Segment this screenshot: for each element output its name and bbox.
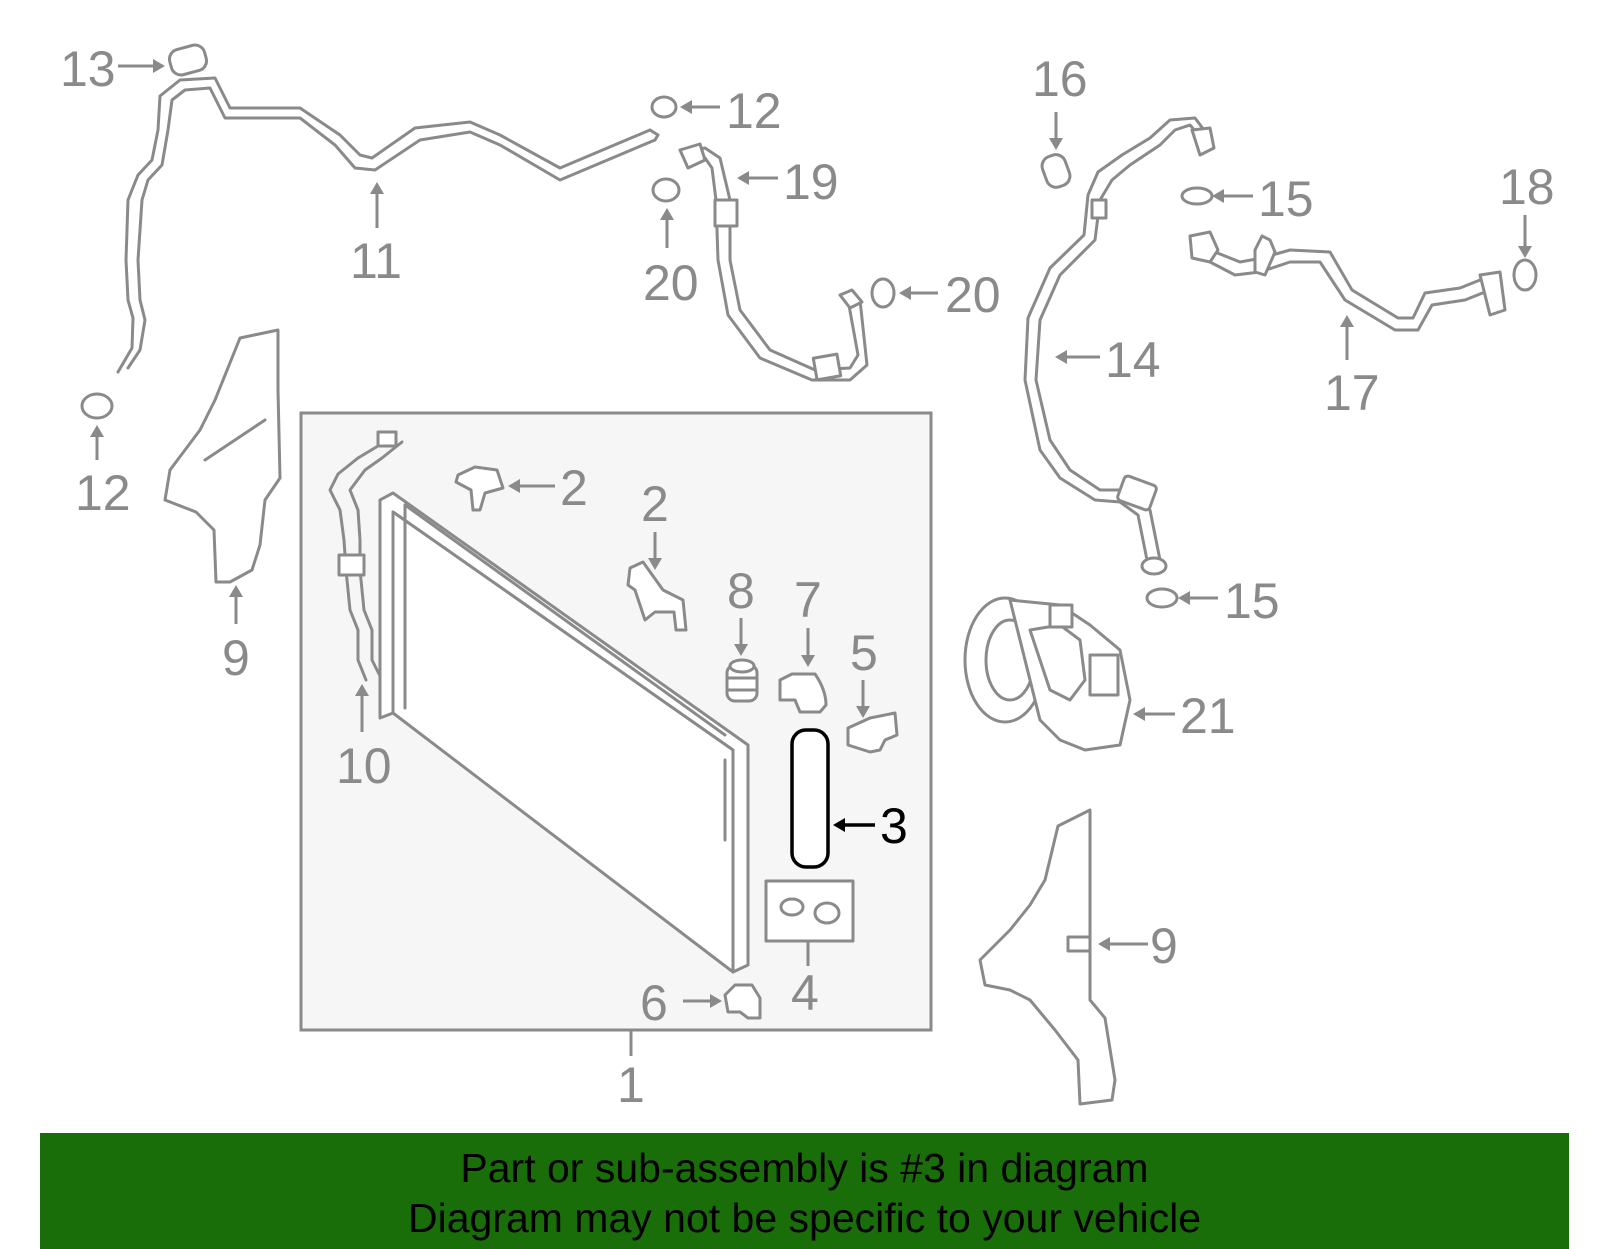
- part-12-o-ring-upper: [650, 95, 678, 119]
- callout-12b: 12: [75, 465, 131, 521]
- part-15-o-ring-upper: [1180, 186, 1214, 206]
- callout-11: 11: [350, 233, 402, 289]
- callout-8: 8: [727, 563, 755, 619]
- part-20-o-ring-upper: [651, 177, 681, 203]
- callout-4: 4: [791, 965, 819, 1021]
- part-10-pipe: [328, 430, 404, 682]
- part-4-seal-kit: [764, 879, 855, 943]
- part-8-grommet: [725, 658, 759, 703]
- callout-15a: 15: [1258, 171, 1314, 227]
- callout-1: 1: [617, 1057, 645, 1113]
- part-16-cap: [1040, 153, 1072, 189]
- part-2-bracket-upper: [454, 465, 505, 512]
- callout-9b: 9: [1150, 918, 1178, 974]
- part-9-air-guide-left: [163, 328, 282, 584]
- callout-9a: 9: [222, 630, 250, 686]
- callout-14: 14: [1105, 332, 1161, 388]
- info-banner: Part or sub-assembly is #3 in diagram Di…: [40, 1133, 1569, 1249]
- part-5-bracket: [846, 711, 899, 754]
- part-6-clip: [723, 983, 762, 1020]
- callout-15b: 15: [1224, 573, 1280, 629]
- callout-7: 7: [794, 572, 822, 628]
- part-11-discharge-pipe: [116, 76, 660, 374]
- part-9-air-guide-right: [978, 808, 1117, 1106]
- part-14-suction-hose: [1023, 116, 1216, 576]
- banner-line-2: Diagram may not be specific to your vehi…: [407, 1195, 1201, 1241]
- part-12-o-ring-lower: [80, 392, 114, 420]
- callout-3[interactable]: 3: [880, 798, 908, 854]
- part-20-o-ring-lower: [870, 277, 896, 309]
- banner-line-1: Part or sub-assembly is #3 in diagram: [460, 1145, 1149, 1191]
- callout-2a: 2: [560, 460, 588, 516]
- callout-6: 6: [640, 975, 668, 1031]
- callout-20a: 20: [643, 255, 699, 311]
- condenser-core: [378, 491, 750, 974]
- part-19-hose: [678, 142, 869, 382]
- part-2-bracket-lower: [626, 560, 688, 632]
- callout-20b: 20: [945, 267, 1001, 323]
- callout-19: 19: [783, 154, 839, 210]
- callout-10: 10: [336, 738, 392, 794]
- callout-17: 17: [1324, 365, 1380, 421]
- part-7-clip: [778, 672, 828, 714]
- callout-16: 16: [1032, 51, 1088, 107]
- callout-21: 21: [1180, 688, 1236, 744]
- part-18-o-ring: [1512, 258, 1538, 292]
- callout-13: 13: [60, 41, 116, 97]
- part-21-compressor: [963, 596, 1132, 752]
- callout-12a: 12: [726, 83, 782, 139]
- part-17-liquid-pipe: [1188, 230, 1507, 332]
- part-3-receiver-drier: [790, 728, 830, 869]
- callout-18: 18: [1499, 159, 1555, 215]
- callout-5: 5: [850, 625, 878, 681]
- part-13-cap: [167, 43, 209, 77]
- part-15-o-ring-lower: [1145, 587, 1179, 609]
- callout-2b: 2: [641, 476, 669, 532]
